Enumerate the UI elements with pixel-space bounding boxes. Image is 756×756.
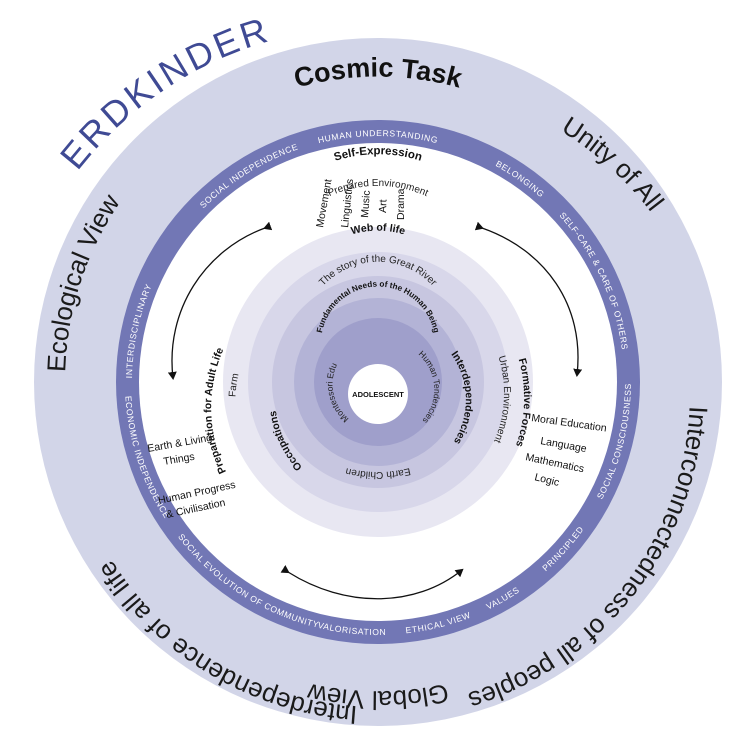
ring-label-earth-children: Earth Children	[345, 465, 412, 480]
ring-label-web-of-life: Web of life	[350, 222, 407, 238]
center-circle	[348, 364, 408, 424]
arrow-top-right	[474, 221, 583, 377]
subject-linguistics: Linguistics	[339, 178, 356, 228]
arrow-bottom	[280, 564, 464, 600]
subject-things: Things	[162, 451, 195, 468]
subject-logic: Logic	[533, 471, 560, 489]
subject-music: Music	[359, 190, 373, 218]
arrow-top-left	[167, 221, 273, 380]
subject-drama: Drama	[395, 188, 407, 220]
subject-art: Art	[377, 199, 389, 213]
center-label: ADOLESCENT	[352, 390, 404, 399]
